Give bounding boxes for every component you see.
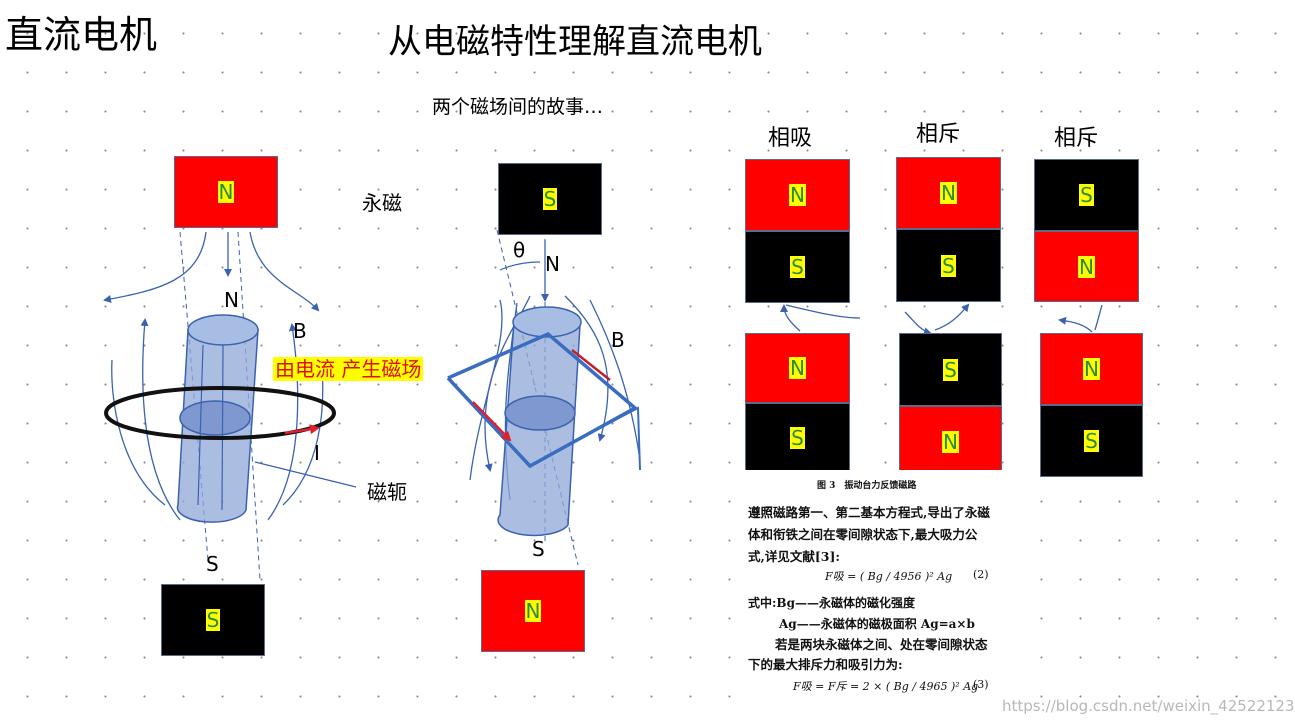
- column-title-repel-1: 相斥: [916, 122, 961, 147]
- current-field-highlight: 由电流 产生磁场: [273, 357, 424, 381]
- watermark: https://blog.csdn.net/weixin_42522123: [1002, 697, 1295, 715]
- middle-cylinder: [497, 306, 582, 537]
- paper-where-1: 式中:Bg——永磁体的磁化强度: [748, 596, 915, 610]
- page-title: 从电磁特性理解直流电机: [388, 22, 762, 62]
- paper-line-2: 体和衔铁之间在零间隙状态下,最大吸力公: [748, 527, 978, 542]
- repel2-bottom-magnet-lower: S: [1040, 405, 1143, 477]
- left-cylinder: [176, 314, 259, 523]
- paper-where-2: Ag——永磁体的磁极面积 Ag=a×b: [779, 617, 975, 631]
- pole-label: S: [790, 255, 805, 279]
- equation-3: F吸 = F斥 = 2 × ( Bg / 4965 )² Ag: [793, 680, 979, 693]
- repel1-top-magnet-lower: S: [896, 229, 1001, 302]
- pole-label: N: [942, 429, 959, 454]
- angle-arc: [499, 261, 541, 271]
- left-current-arrow: [284, 424, 320, 435]
- repel2-top-magnet-upper: S: [1034, 159, 1139, 231]
- column-title-repel-2: 相斥: [1054, 126, 1099, 151]
- yoke-pointer-line: [254, 461, 357, 488]
- yoke-label: 磁轭: [367, 480, 407, 504]
- equation-3-number: (3): [973, 678, 989, 691]
- figure-caption: 图 3 振动台力反馈磁路: [817, 481, 917, 491]
- pole-label: S: [941, 253, 956, 278]
- pole-label: N: [940, 181, 957, 205]
- column-title-attract: 相吸: [768, 126, 813, 151]
- attract-top-magnet-lower: S: [745, 231, 850, 303]
- permanent-magnet-label: 永磁: [362, 191, 402, 215]
- middle-current-arrow-2: [571, 349, 611, 381]
- paper-line-4: 若是两块永磁体之间、处在零间隙状态: [775, 637, 988, 652]
- pole-label: N: [217, 180, 235, 204]
- attract-bottom-magnet-upper: N: [745, 333, 850, 403]
- middle-field-b-label: B: [611, 328, 625, 352]
- left-bottom-magnet: S: [161, 584, 265, 656]
- left-field-lines: [103, 231, 324, 521]
- middle-top-magnet: S: [498, 163, 602, 235]
- middle-north-label: N: [545, 252, 560, 276]
- repel1-bottom-magnet-upper: S: [899, 333, 1002, 406]
- attract-bottom-magnet-lower: S: [745, 403, 850, 473]
- repel2-top-magnet-lower: N: [1034, 231, 1139, 302]
- pole-label: N: [524, 599, 542, 623]
- left-current-coil: [104, 386, 336, 440]
- repel1-bottom-magnet-lower: N: [899, 406, 1002, 477]
- equation-2: F吸 = ( Bg / 4956 )² Ag: [825, 570, 953, 583]
- repel1-top-magnet-upper: N: [896, 157, 1001, 229]
- pole-label: N: [789, 183, 806, 207]
- middle-bottom-magnet: N: [481, 570, 585, 652]
- pole-label: S: [205, 608, 221, 632]
- pole-label: S: [1079, 183, 1094, 207]
- pole-label: N: [789, 356, 806, 380]
- paper-line-1: 遵照磁路第一、第二基本方程式,导出了永磁: [748, 505, 990, 520]
- middle-current-arrow-1: [472, 401, 512, 442]
- current-i-label: I: [314, 441, 320, 465]
- pole-label: S: [943, 357, 958, 382]
- pole-label: S: [542, 187, 558, 211]
- pole-label: S: [790, 426, 805, 450]
- attract-top-magnet-upper: N: [745, 159, 850, 231]
- equation-2-number: (2): [973, 568, 989, 581]
- paper-excerpt: 图 3 振动台力反馈磁路 遵照磁路第一、第二基本方程式,导出了永磁 体和衔铁之间…: [735, 470, 1017, 718]
- subtitle: 两个磁场间的故事…: [432, 96, 604, 118]
- paper-line-5: 下的最大排斥力和吸引力为:: [748, 657, 903, 672]
- repel2-bottom-magnet-upper: N: [1040, 333, 1143, 405]
- middle-coil-tail: [599, 406, 641, 471]
- paper-line-3: 式,详见文献[3]:: [748, 549, 840, 564]
- left-field-b-label: B: [293, 319, 307, 343]
- right-panel-arrows: [780, 303, 1103, 336]
- middle-south-label: S: [532, 537, 545, 561]
- middle-field-lines: [469, 240, 641, 501]
- corner-title: 直流电机: [5, 13, 158, 57]
- pole-label: N: [1078, 254, 1095, 279]
- pole-label: S: [1084, 429, 1099, 453]
- left-south-label: S: [206, 552, 219, 576]
- left-top-magnet: N: [174, 156, 278, 228]
- theta-label: θ: [513, 238, 526, 262]
- left-north-label: N: [224, 288, 239, 312]
- pole-label: N: [1083, 357, 1100, 381]
